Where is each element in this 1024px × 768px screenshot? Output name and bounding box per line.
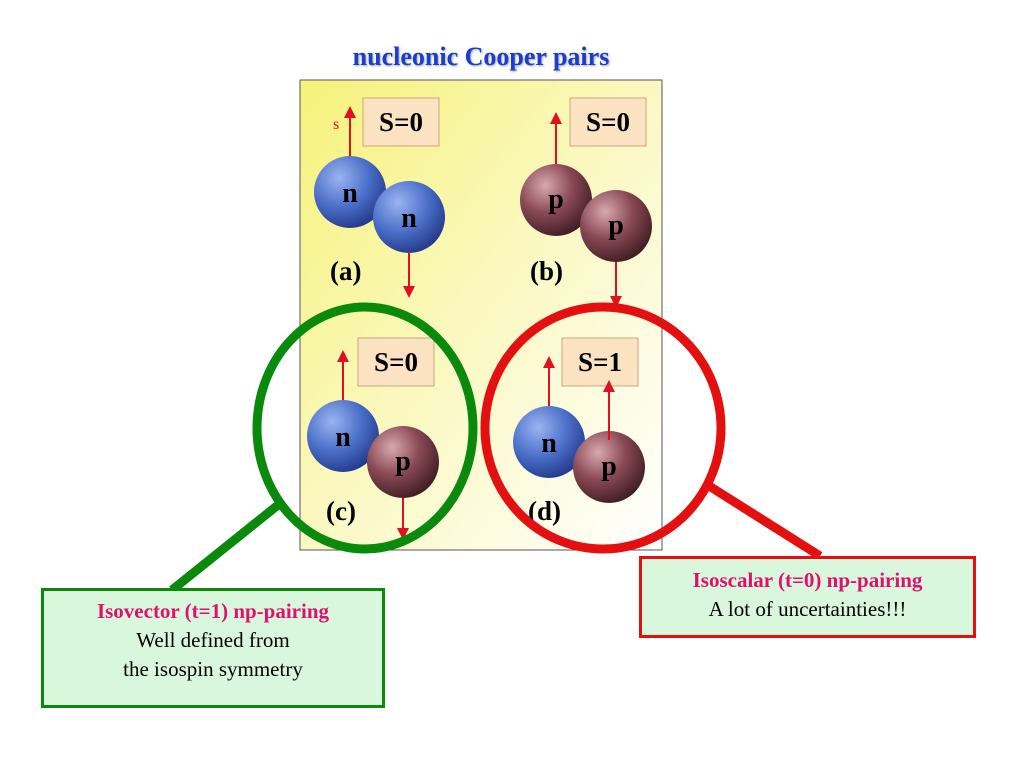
spin-label-b: S=0 — [586, 107, 630, 137]
proton-c2 — [367, 426, 439, 498]
isovector-ring — [252, 302, 478, 554]
nucleon-a2-label: n — [401, 203, 417, 234]
spin-label-a: S=0 — [379, 107, 423, 137]
spin-box-c: S=0 — [357, 337, 435, 387]
isoscalar-heading: Isoscalar (t=0) np-pairing — [692, 568, 923, 592]
diagram-title: nucleonic Cooper pairs — [352, 42, 610, 71]
isovector-heading: Isovector (t=1) np-pairing — [96, 599, 330, 623]
spin-box-a: S=0 — [362, 97, 440, 147]
proton-b2 — [580, 190, 652, 262]
panel-label-b: (b) — [530, 256, 563, 286]
proton-d2 — [573, 431, 645, 503]
spin-box-b: S=0 — [569, 97, 647, 147]
nucleon-b2-label: p — [608, 210, 624, 241]
isovector-box: Isovector (t=1) np-pairing Well defined … — [41, 588, 385, 708]
neutron-a1 — [314, 156, 386, 228]
neutron-d1 — [513, 406, 585, 478]
isovector-connector — [169, 501, 281, 594]
panel-label-c: (c) — [326, 496, 356, 526]
neutron-c1 — [307, 400, 379, 472]
isoscalar-box: Isoscalar (t=0) np-pairing A lot of unce… — [639, 556, 976, 638]
spin-axis-label: s — [333, 116, 339, 133]
nucleon-d1-label: n — [541, 428, 557, 459]
nucleon-c2-label: p — [395, 446, 411, 477]
isovector-line2: the isospin symmetry — [123, 657, 303, 681]
isovector-line1: Well defined from — [136, 628, 290, 652]
nucleon-c1-label: n — [335, 422, 351, 453]
spin-box-d: S=1 — [561, 337, 639, 387]
spin-label-c: S=0 — [374, 347, 418, 377]
panel-label-a: (a) — [330, 256, 361, 286]
nucleon-b1-label: p — [548, 184, 564, 215]
isoscalar-line1: A lot of uncertainties!!! — [708, 597, 907, 621]
isoscalar-connector — [703, 480, 823, 560]
spin-label-d: S=1 — [578, 347, 622, 377]
proton-b1 — [520, 164, 592, 236]
nucleon-a1-label: n — [342, 178, 358, 209]
nucleon-d2-label: p — [601, 451, 617, 482]
neutron-a2 — [373, 181, 445, 253]
isoscalar-ring — [480, 302, 726, 554]
